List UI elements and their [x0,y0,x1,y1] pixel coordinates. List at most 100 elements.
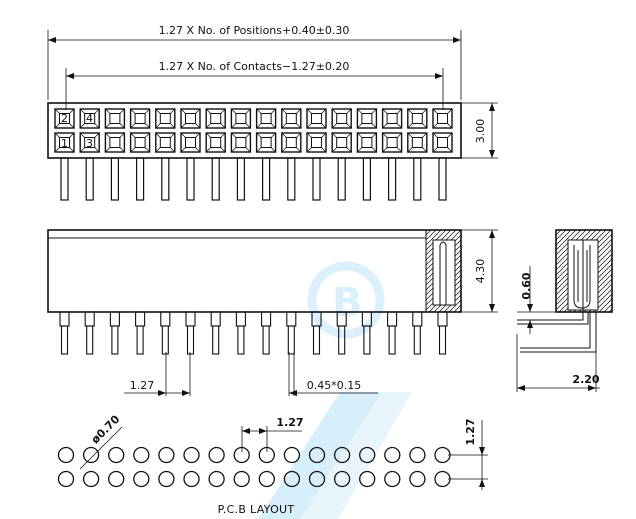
pcb-hole [283,470,301,488]
dim-height-top: 3.00 [461,102,498,159]
pcb-hole [133,446,150,464]
top-pin [85,157,94,201]
contact-cell [407,108,428,129]
front-pin-shoulder [437,311,448,327]
contact-cell [180,108,201,129]
pcb-hole [158,446,175,464]
dim-pitch-front: 1.27 [124,352,191,396]
pcb-hole [208,470,225,488]
dim-pin-size: 0.45*0.15 [288,352,378,396]
front-pin-shoulder [235,311,246,327]
top-view-connector: 2 4 1 3 [47,102,462,201]
contact-cell [129,108,151,129]
pcb-pitch-y-label: 1.27 [464,418,477,445]
pcb-hole [384,470,401,488]
front-pin-shoulder [412,311,423,327]
front-pin [237,325,245,355]
contact-cell [180,132,201,153]
contact-cell [356,132,378,153]
front-pin-shoulder [286,311,297,327]
total-length-label: 1.27 X No. of Positions+0.40±0.30 [159,24,350,37]
top-pin [136,157,145,201]
front-pin [363,325,371,355]
contact-cell [155,108,176,129]
top-pin [211,157,220,201]
contact-cell [432,108,453,129]
front-pin-shoulder [160,311,171,327]
pcb-hole [183,446,200,464]
top-pin [60,157,69,201]
pcb-hole [434,470,451,488]
top-pin [236,157,245,201]
top-pin [161,157,170,201]
top-pin [337,157,346,201]
pcb-hole [233,470,250,488]
contact-cell [54,108,75,129]
pcb-hole [359,446,376,464]
front-pin [413,325,421,355]
pcb-hole [133,470,150,488]
front-pin [86,325,94,355]
pcb-hole [57,446,75,464]
contact-cell [306,108,327,129]
front-pin-shoulder [210,311,221,327]
top-pin [438,157,447,201]
contact-cell [205,132,226,153]
dim-body-height: 4.30 [461,229,498,313]
pin-size-label: 0.45*0.15 [307,379,361,392]
contact-cell [79,132,100,153]
top-pin [110,157,120,201]
pin-offset-label: 0.60 [520,272,533,299]
front-pin [212,325,220,355]
contact-cell [79,108,100,129]
contact-cell [205,108,226,129]
front-pin [161,325,169,355]
pcb-hole [208,446,225,464]
top-pin [362,157,371,201]
pcb-hole [434,446,451,464]
pcb-pitch-x-label: 1.27 [276,416,303,429]
pcb-hole [108,470,125,488]
contact-cell [432,132,453,153]
hole-diameter-label: ø0.70 [89,412,123,446]
contact-cell [129,132,151,153]
front-pin [338,325,346,355]
front-pin-shoulder [185,311,196,327]
contact-cell [230,108,252,129]
pcb-layout-title: P.C.B LAYOUT [218,503,295,516]
front-pin-shoulder [135,311,146,327]
height-top-label: 3.00 [474,119,487,144]
front-pin-shoulder [84,311,95,327]
contact-span-label: 1.27 X No. of Contacts−1.27±0.20 [159,60,350,73]
pcb-hole [409,446,426,464]
contact-cell [104,108,126,129]
contact-cell [281,108,302,129]
pcb-hole [359,470,376,488]
contact-cell [281,132,302,153]
contact-cell [230,132,252,153]
dim-side-depth: 2.20 [516,334,600,392]
pcb-hole [183,470,200,488]
pcb-hole [333,446,351,464]
front-pin [262,325,270,355]
pcb-hole [384,446,401,464]
pcb-hole [57,470,75,488]
pcb-hole [333,470,351,488]
top-pin [287,157,296,201]
contact-cell [381,108,403,129]
pin-label-3: 3 [86,137,93,150]
pcb-hole [82,446,100,464]
top-pin [413,157,422,201]
dim-pin-offset: 0.60 [517,266,556,334]
contact-cell [104,132,126,153]
front-pin-shoulder [59,311,70,327]
front-view-connector [47,229,462,355]
pcb-hole [108,446,125,464]
pcb-hole [308,446,326,464]
contact-cell [407,132,428,153]
front-pin-shoulder [387,311,398,327]
pin-label-4: 4 [86,112,93,125]
contact-cell [255,108,277,129]
